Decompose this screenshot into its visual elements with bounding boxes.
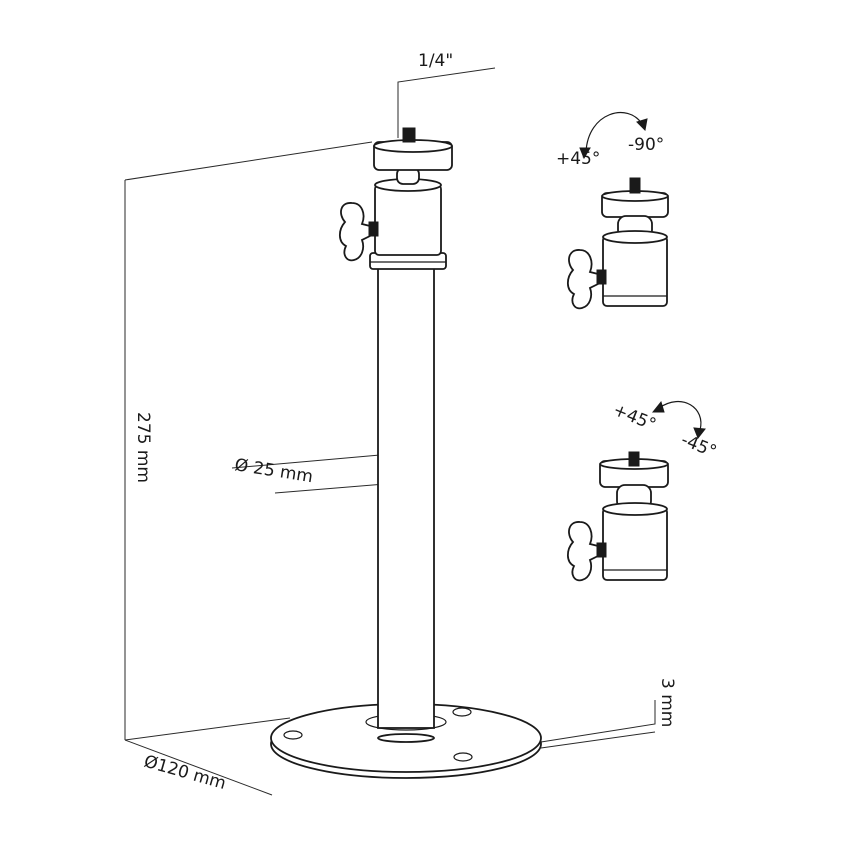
arrow-head-icon <box>693 427 706 439</box>
pole-diameter-label: Ø 25 mm <box>233 455 314 487</box>
head-body <box>602 507 668 581</box>
rotation-arrow <box>585 111 643 153</box>
head-body <box>374 184 442 256</box>
thread-screw <box>628 451 640 467</box>
height-label: 275 mm <box>133 412 153 483</box>
bottom-angle-left-label: +45° <box>610 400 659 435</box>
height-bottom-extension <box>124 717 291 741</box>
height-top-extension <box>124 141 373 181</box>
thickness-leader-bottom <box>540 731 656 749</box>
top-angle-left-label: +45° <box>556 149 600 169</box>
ball-head-variant-bottom <box>566 400 706 582</box>
thread-label: 1/4" <box>418 51 453 71</box>
arrow-head-icon <box>651 400 665 413</box>
base-diameter-line <box>124 739 273 796</box>
pole-diameter-leader-top <box>231 454 381 469</box>
arrow-head-icon <box>636 118 648 132</box>
base-diameter-label: Ø120 mm <box>142 752 229 794</box>
thickness-leader-top <box>540 700 656 743</box>
knob-screw <box>596 269 607 285</box>
pole-body <box>377 267 435 729</box>
screw-hole <box>452 707 472 717</box>
screw-hole <box>453 752 473 762</box>
screw-hole <box>283 730 303 740</box>
knob-screw <box>596 542 607 558</box>
lock-knob <box>566 249 599 310</box>
dimension-lines <box>124 67 656 796</box>
ball-head-variant-top <box>566 111 669 310</box>
main-mount <box>270 127 542 779</box>
arrow-head-icon <box>579 147 591 160</box>
thread-leader-line <box>397 67 496 138</box>
bottom-angle-right-label: -45° <box>678 430 719 462</box>
pole <box>377 267 435 743</box>
rotation-arrow <box>658 401 702 431</box>
knob-screw <box>368 221 379 237</box>
ball-head-main <box>338 127 453 270</box>
base-thickness-label: 3 mm <box>657 678 677 727</box>
pole-foot <box>377 733 435 743</box>
lock-knob <box>566 521 599 582</box>
top-angle-right-label: -90° <box>628 135 664 155</box>
lock-knob <box>338 202 371 262</box>
thread-screw <box>402 127 416 143</box>
thread-screw <box>629 177 641 194</box>
